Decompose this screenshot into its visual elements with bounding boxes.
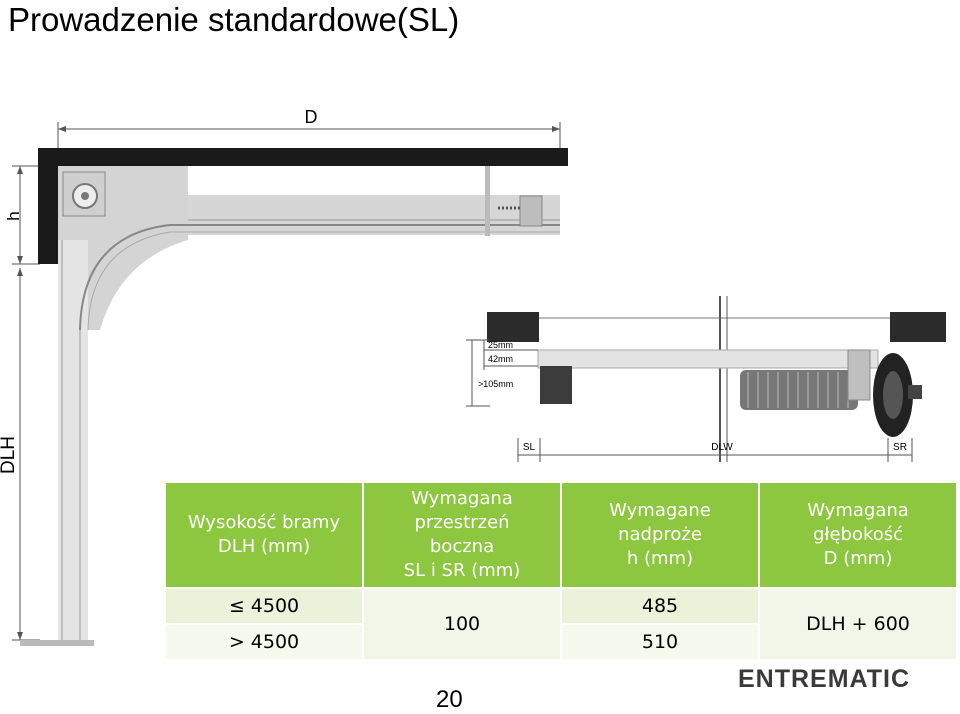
section-view: 25mm 42mm >105mm SL DLW SR: [466, 296, 946, 462]
dim-42mm: 42mm: [488, 354, 513, 364]
table-row: > 4500 510: [166, 623, 956, 659]
label-sl: SL: [523, 442, 536, 453]
header-depth-text: Wymagana głębokość D (mm): [807, 500, 909, 569]
cell-headroom: 485: [562, 587, 760, 623]
door-height-label: DLH: [0, 436, 19, 474]
cell-dlh: ≤ 4500: [166, 587, 364, 623]
side-track: [20, 166, 560, 646]
dim-25mm: 25mm: [488, 340, 513, 350]
header-headroom: Wymagane nadproże h (mm): [562, 483, 760, 587]
label-sr: SR: [893, 442, 907, 453]
wall-and-ceiling: [38, 148, 568, 264]
headroom-label: h: [4, 211, 23, 220]
dim-105mm: >105mm: [478, 379, 513, 389]
header-side-clearance: Wymagana przestrzeń boczna SL i SR (mm): [364, 483, 562, 587]
label-dlw: DLW: [711, 442, 733, 453]
header-depth: Wymagana głębokość D (mm): [760, 483, 956, 587]
cell-headroom: 510: [562, 623, 760, 659]
header-door-height-text: Wysokość bramy DLH (mm): [187, 512, 341, 557]
requirements-table: Wysokość bramy DLH (mm) Wymagana przestr…: [166, 483, 956, 659]
header-side-clearance-text: Wymagana przestrzeń boczna SL i SR (mm): [403, 488, 521, 581]
table-row: ≤ 4500 100 485 DLH + 600: [166, 587, 956, 659]
headroom-dimension: h: [4, 165, 40, 265]
cell-side-clearance: 100: [364, 587, 562, 659]
cell-dlh: > 4500: [166, 623, 364, 659]
door-height-dimension: DLH: [0, 268, 40, 641]
entrematic-logo: ENTREMATIC: [738, 665, 911, 693]
header-headroom-text: Wymagane nadproże h (mm): [609, 500, 711, 569]
depth-label: D: [305, 107, 318, 127]
header-door-height: Wysokość bramy DLH (mm): [166, 483, 364, 587]
table-header-row: Wysokość bramy DLH (mm) Wymagana przestr…: [166, 483, 956, 587]
page-number: 20: [436, 686, 463, 713]
depth-dimension: D: [57, 107, 561, 148]
page-title: Prowadzenie standardowe(SL): [8, 1, 460, 38]
cell-depth: DLH + 600: [760, 587, 956, 659]
